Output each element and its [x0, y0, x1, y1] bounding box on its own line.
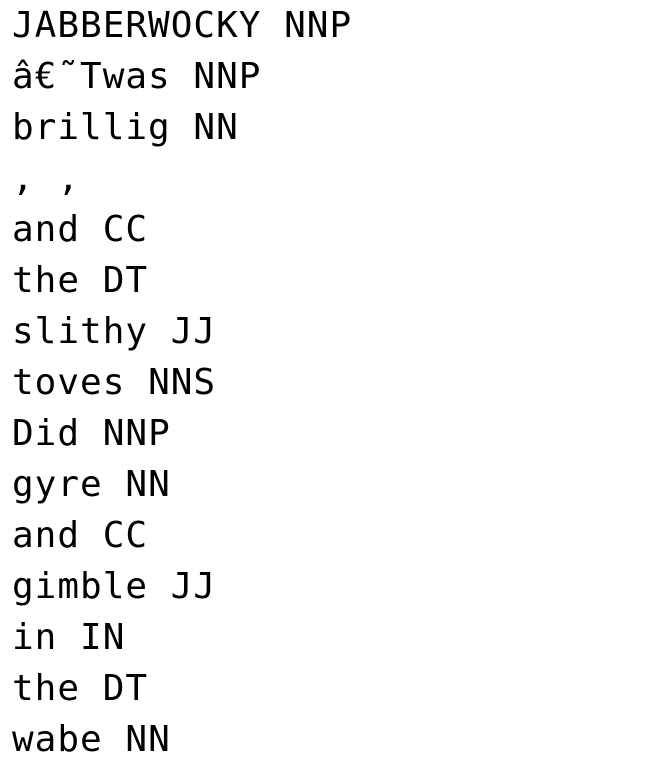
- pos-line: the DT: [12, 663, 662, 714]
- token-tag: NNS: [148, 362, 217, 403]
- token-word: in: [12, 617, 58, 658]
- token-word: gyre: [12, 464, 103, 505]
- pos-line: â€˜Twas NNP: [12, 51, 662, 102]
- pos-line: the DT: [12, 255, 662, 306]
- token-tag: IN: [80, 617, 126, 658]
- token-tag: CC: [102, 209, 149, 250]
- token-word: â€˜Twas: [12, 56, 171, 97]
- token-tag: NN: [193, 107, 239, 148]
- pos-line: gimble JJ: [12, 561, 662, 612]
- pos-line: toves NNS: [12, 357, 662, 408]
- pos-line: and CC: [12, 204, 662, 255]
- token-tag: ,: [57, 158, 81, 199]
- token-tag: DT: [102, 260, 149, 301]
- token-tag: NNP: [284, 5, 353, 46]
- token-tag: NN: [125, 719, 171, 760]
- pos-line: wabe NN: [12, 714, 662, 765]
- token-word: Did: [12, 413, 81, 454]
- token-word: gimble: [12, 566, 149, 607]
- pos-line: slithy JJ: [12, 306, 662, 357]
- pos-line: JABBERWOCKY NNP: [12, 0, 662, 51]
- token-word: brillig: [12, 107, 171, 148]
- token-tag: NNP: [102, 413, 171, 454]
- pos-line: Did NNP: [12, 408, 662, 459]
- token-tag: DT: [102, 668, 149, 709]
- token-word: slithy: [12, 311, 149, 352]
- pos-line: brillig NN: [12, 102, 662, 153]
- pos-line: , ,: [12, 153, 662, 204]
- token-word: the: [12, 668, 81, 709]
- token-tag: CC: [102, 515, 149, 556]
- token-word: the: [12, 260, 81, 301]
- token-word: JABBERWOCKY: [12, 5, 262, 46]
- pos-line: gyre NN: [12, 459, 662, 510]
- token-word: wabe: [12, 719, 103, 760]
- token-word: and: [12, 209, 81, 250]
- token-tag: JJ: [170, 566, 217, 607]
- token-word: and: [12, 515, 81, 556]
- pos-line: and CC: [12, 510, 662, 561]
- pos-tag-output: JABBERWOCKY NNP â€˜Twas NNP brillig NN ,…: [12, 0, 662, 765]
- pos-line: in IN: [12, 612, 662, 663]
- token-tag: JJ: [170, 311, 217, 352]
- token-word: ,: [12, 158, 35, 199]
- token-word: toves: [12, 362, 126, 403]
- token-tag: NNP: [193, 56, 262, 97]
- token-tag: NN: [125, 464, 171, 505]
